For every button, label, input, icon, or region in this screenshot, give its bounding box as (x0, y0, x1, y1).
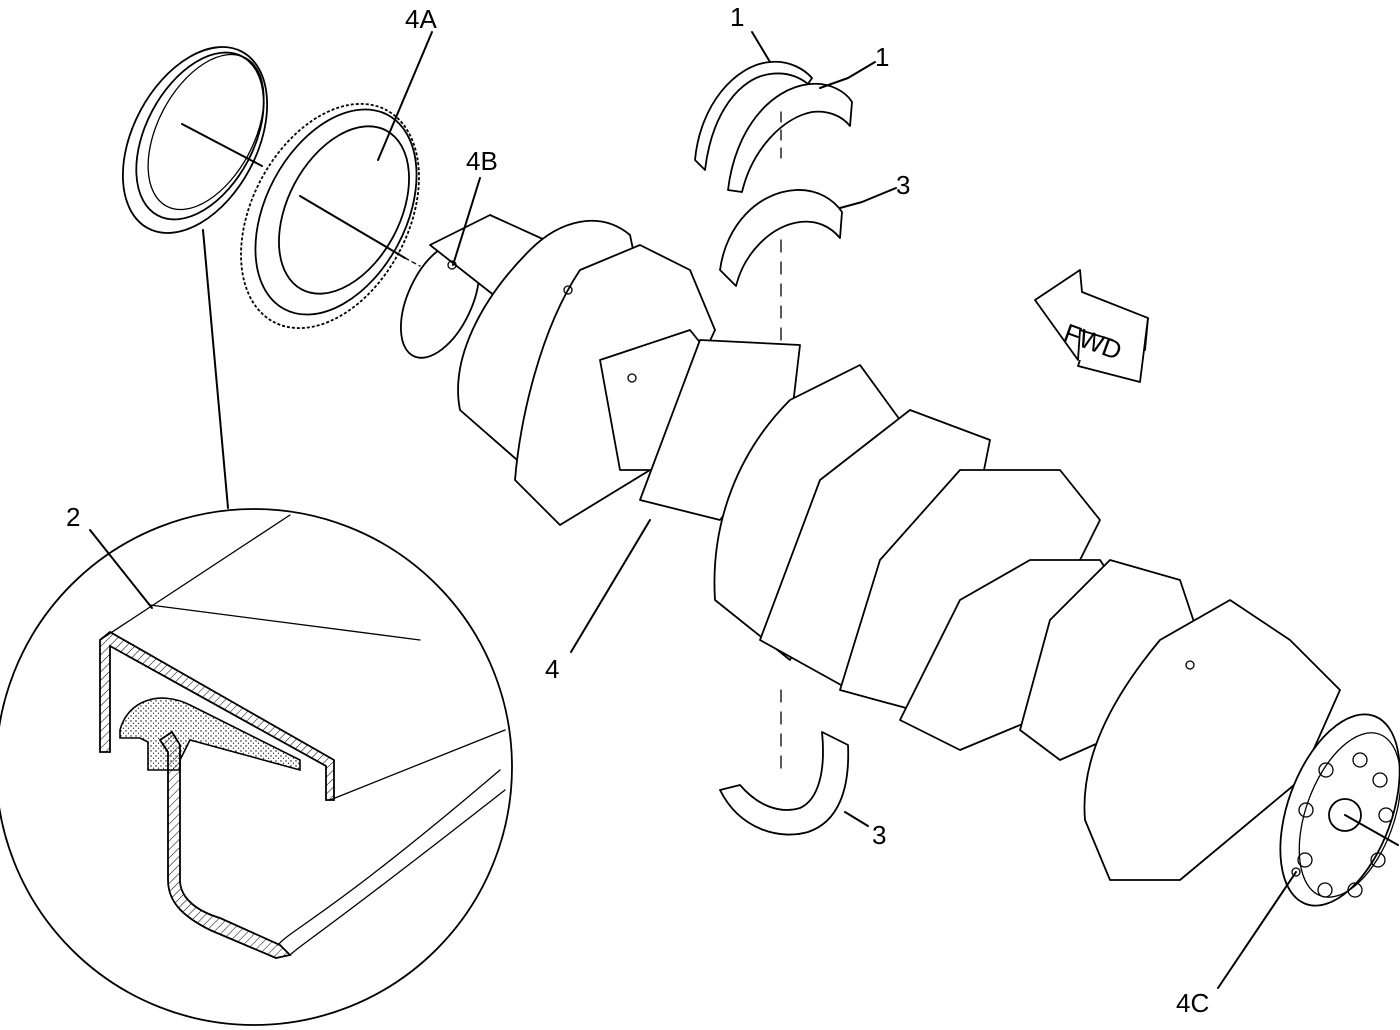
callout-3-upper: 3 (896, 170, 910, 200)
crankshaft (400, 214, 1400, 907)
callout-4a: 4A (405, 4, 437, 34)
lower-main-bearing (719, 689, 850, 836)
rear-seal-ring (121, 46, 269, 234)
callout-4: 4 (545, 654, 559, 684)
seal-section-detail (0, 229, 513, 1026)
crankshaft-gear (240, 102, 421, 330)
callout-4b: 4B (466, 146, 498, 176)
upper-main-bearing-set (694, 60, 853, 501)
callout-1-top: 1 (730, 2, 744, 32)
callout-4c: 4C (1176, 988, 1209, 1018)
callout-1-right: 1 (875, 42, 889, 72)
leader-lines (89, 31, 1297, 989)
forward-direction-arrow: FWD (1034, 269, 1149, 383)
callout-2: 2 (66, 502, 80, 532)
callout-3-lower: 3 (872, 820, 886, 850)
